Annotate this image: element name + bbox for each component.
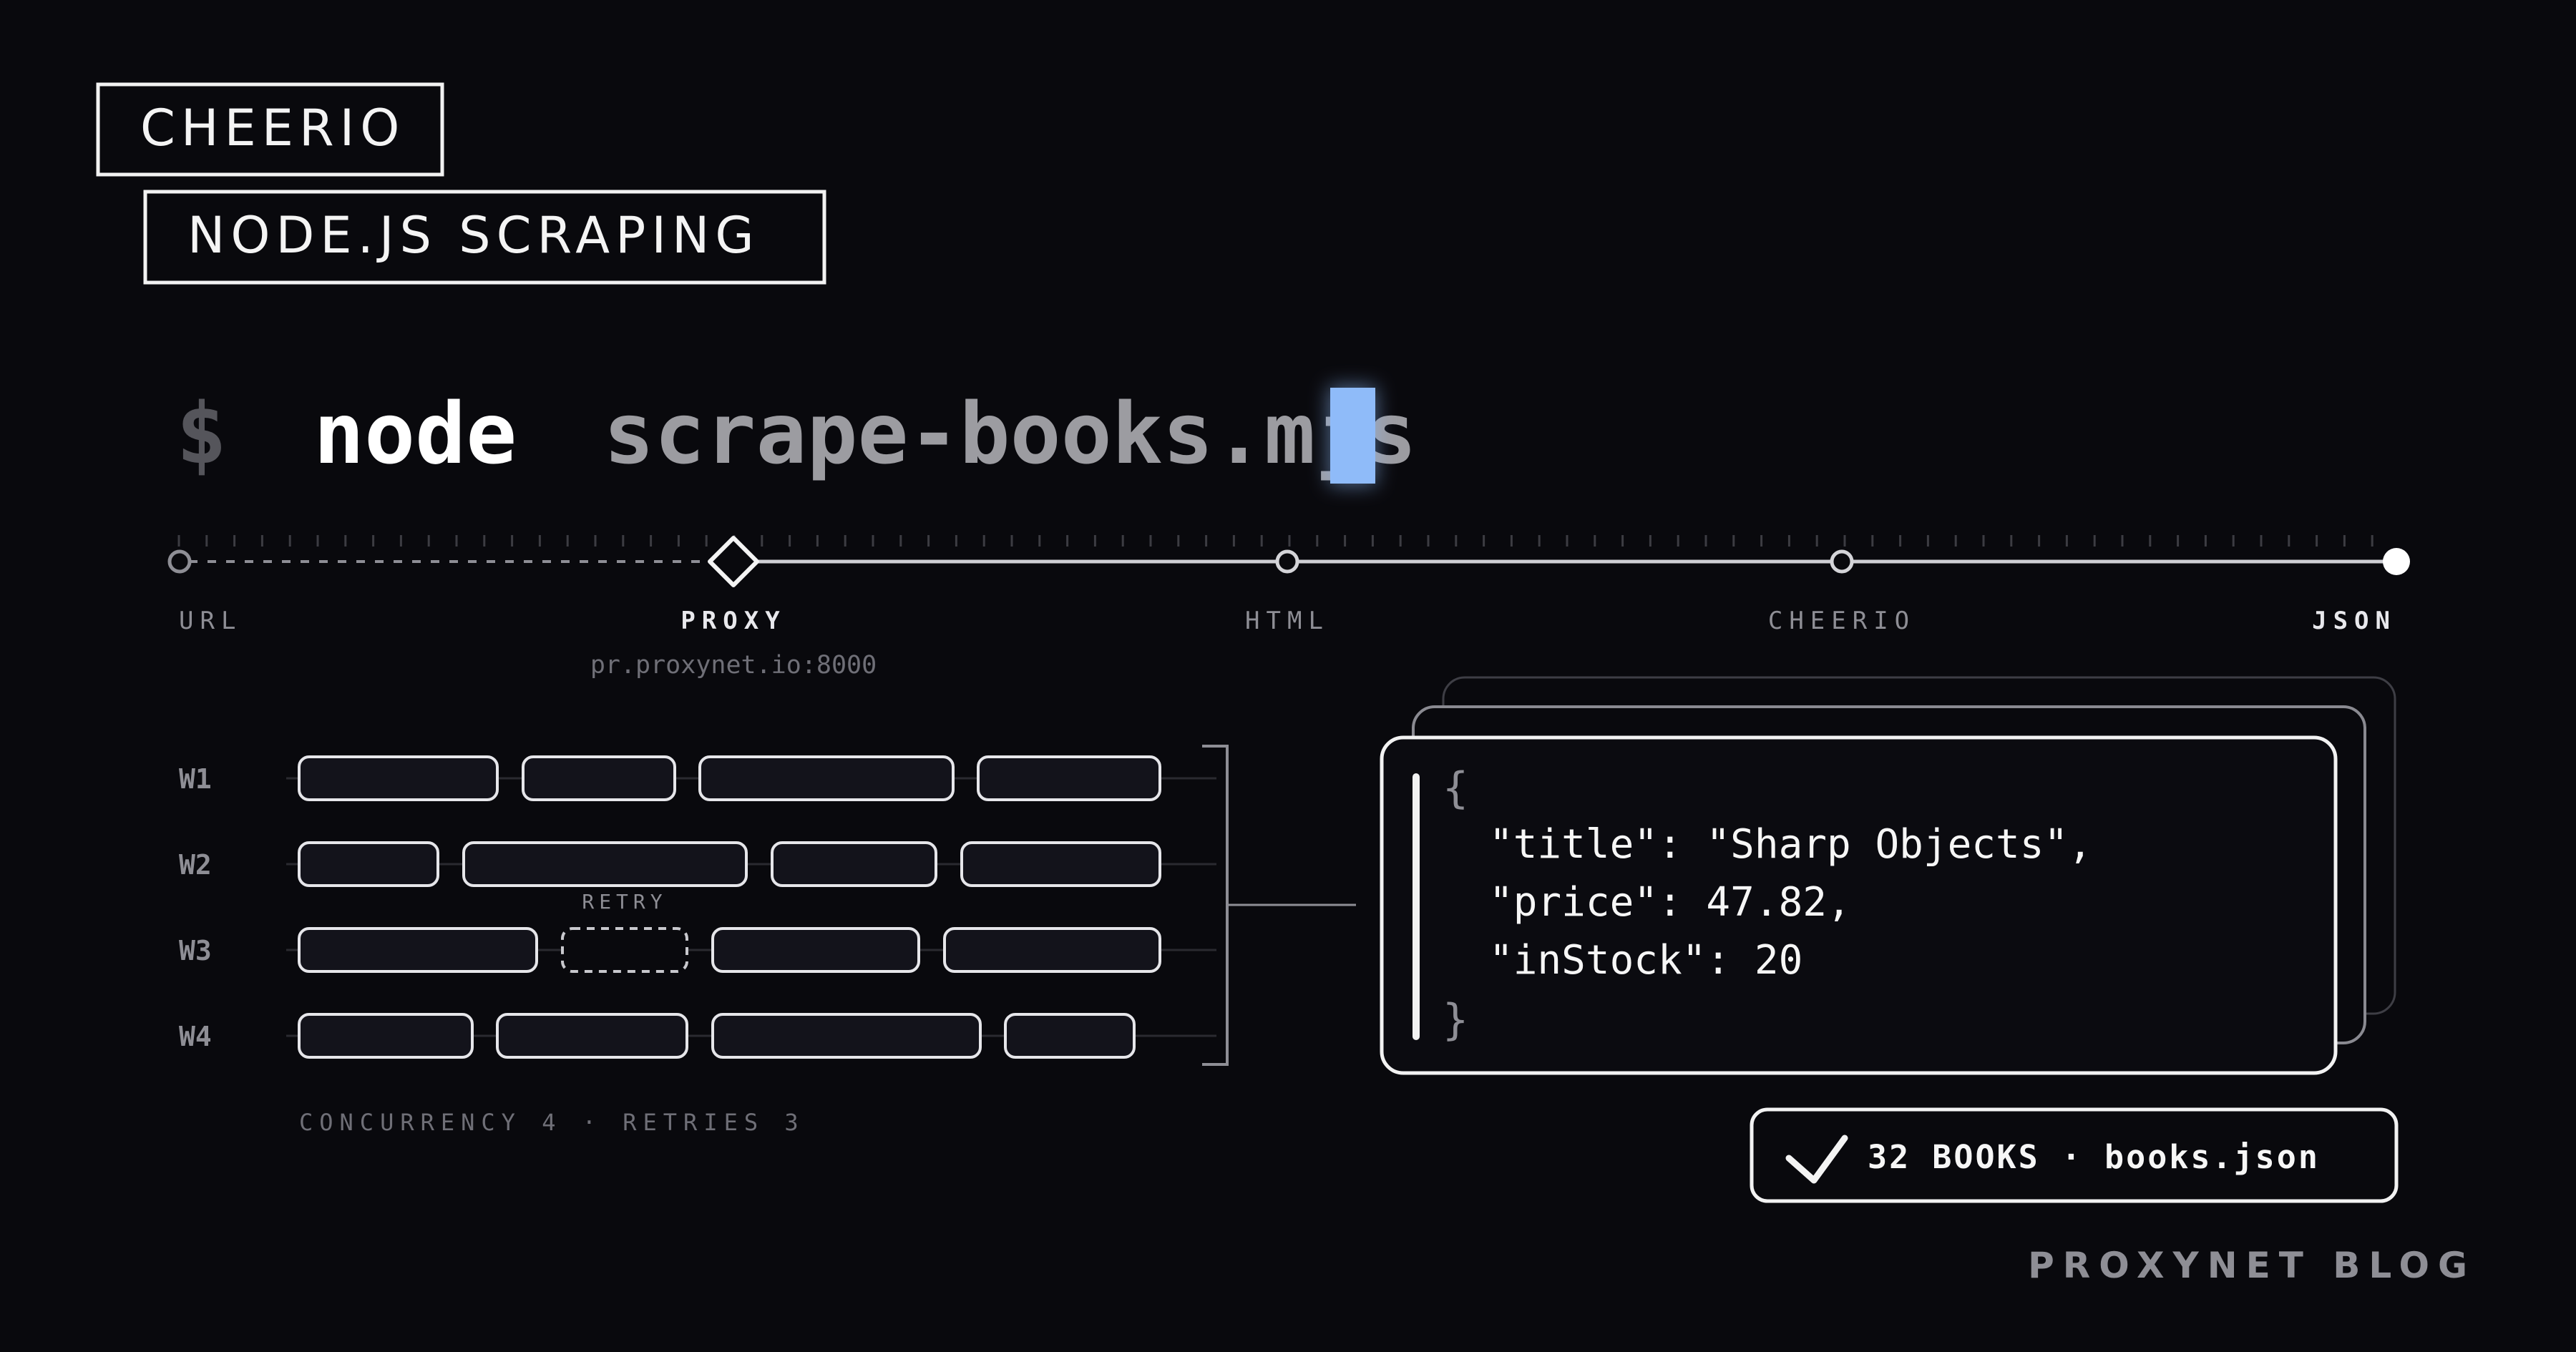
check-icon [1785,1135,1848,1184]
stage-marker-html [1275,549,1299,574]
task-block [462,841,748,887]
worker-label-w2: W2 [179,849,212,881]
tag-box-primary [96,82,444,177]
retry-task-block [561,927,688,973]
task-block [298,1013,474,1059]
command-prompt: $ [176,384,227,483]
stage-marker-cheerio [1830,549,1854,574]
task-block [771,841,937,887]
retry-label: RETRY [582,890,667,913]
task-block [298,755,499,801]
tag-box-secondary [143,190,826,285]
stage-label-json: JSON [2312,607,2396,635]
tag-secondary: NODE.JS SCRAPING [187,206,760,265]
concurrency-footer: CONCURRENCY 4 · RETRIES 3 [299,1109,805,1136]
stage-label-url: URL [179,607,242,635]
stage-marker-proxy [708,536,759,587]
task-block [522,755,676,801]
command-program: node [313,384,517,483]
stage-marker-json [2383,548,2410,575]
result-text: 32 BOOKS · books.json [1868,1138,2320,1176]
task-block [298,927,538,973]
json-line-title: "title": "Sharp Objects", [1489,821,2092,868]
json-close-brace: } [1443,995,1468,1045]
worker-label-w1: W1 [179,763,212,795]
result-badge [1750,1107,2399,1203]
brand-name: PROXYNET BLOG [2028,1245,2476,1286]
json-line-price: "price": 47.82, [1489,879,1851,926]
cursor-block [1330,388,1375,484]
tag-primary: CHEERIO [140,99,405,157]
task-block [960,841,1161,887]
task-block [943,927,1161,973]
task-block [1004,1013,1136,1059]
command-file: scrape-books.mjs [603,384,1417,483]
task-block [298,841,439,887]
pipeline-timeline [167,535,2410,587]
json-open-brace: { [1443,763,1468,813]
task-block [977,755,1161,801]
worker-lanes [286,745,1356,1066]
worker-label-w4: W4 [179,1021,212,1052]
stage-label-cheerio: CHEERIO [1768,607,1916,635]
json-card-accent-bar [1413,773,1420,1040]
proxy-endpoint: pr.proxynet.io:8000 [590,651,877,680]
stage-label-proxy: PROXY [680,607,786,635]
json-card [1380,735,2338,1075]
lanes-bracket [1202,745,1229,1066]
json-line-instock: "inStock": 20 [1489,937,1802,984]
worker-label-w3: W3 [179,935,212,966]
task-block [711,927,920,973]
task-block [496,1013,688,1059]
task-block [698,755,955,801]
stage-label-html: HTML [1245,607,1330,635]
task-block [711,1013,982,1059]
command-line: $ node scrape-books.mjs [176,384,1417,483]
stage-marker-url [167,549,192,574]
